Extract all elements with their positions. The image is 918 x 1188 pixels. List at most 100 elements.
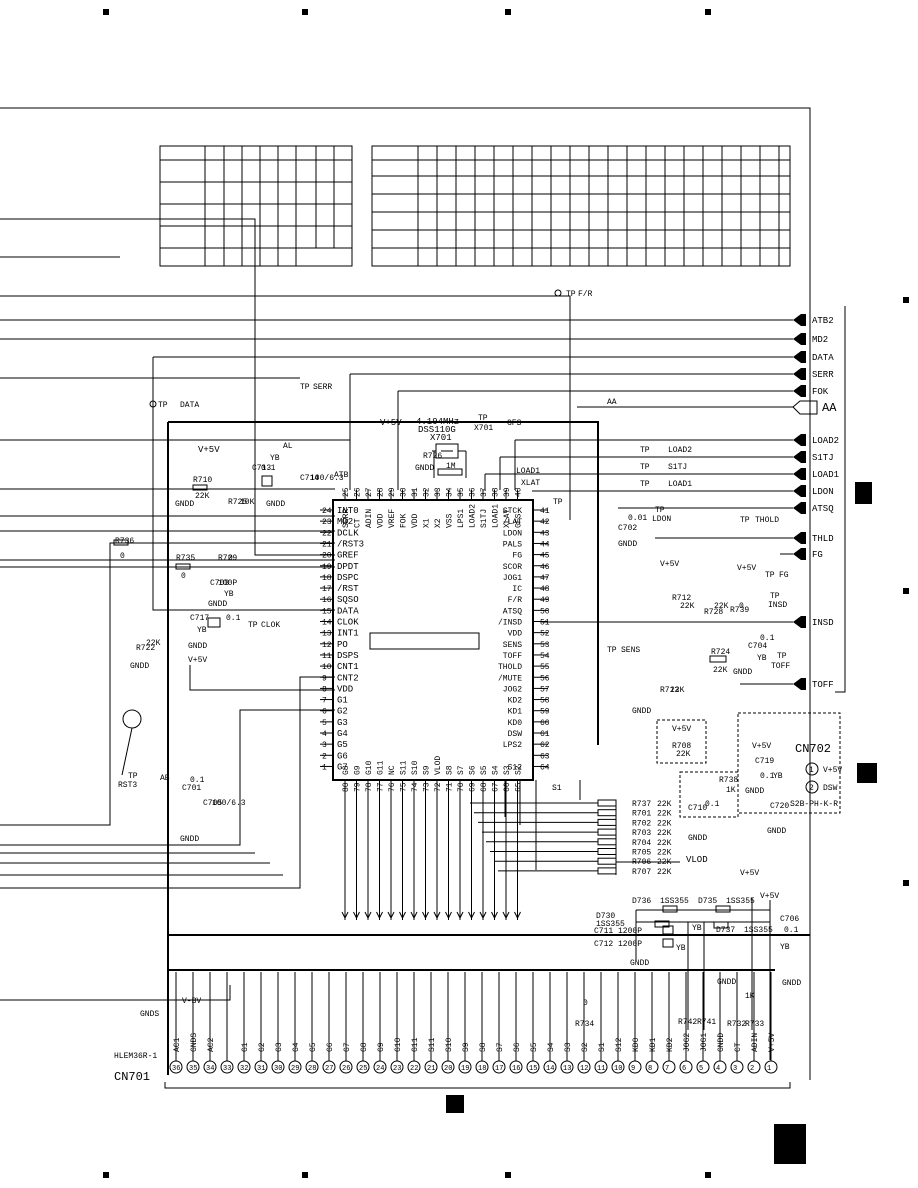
svg-text:31: 31 bbox=[411, 487, 420, 497]
tp-insd: TP bbox=[770, 592, 780, 601]
svg-text:6: 6 bbox=[322, 708, 327, 717]
svg-text:54: 54 bbox=[540, 652, 550, 661]
r708-val: 22K bbox=[676, 750, 691, 759]
c704-ref: C704 bbox=[748, 642, 767, 651]
svg-text:VDD: VDD bbox=[508, 630, 523, 639]
atb-label: ATB bbox=[334, 471, 349, 480]
svg-text:G4: G4 bbox=[292, 1042, 301, 1052]
svg-text:JOG2: JOG2 bbox=[683, 1033, 692, 1052]
svg-text:25: 25 bbox=[342, 487, 351, 497]
svg-text:2: 2 bbox=[322, 752, 327, 761]
svg-text:43: 43 bbox=[540, 529, 550, 538]
gfs-label: GFS bbox=[507, 419, 522, 428]
vcc-label-3: V+5V bbox=[380, 418, 402, 428]
svg-text:11: 11 bbox=[597, 1065, 605, 1073]
svg-text:NC: NC bbox=[388, 765, 397, 775]
c705-ref: C705 bbox=[203, 799, 222, 808]
c712-val: 1200P bbox=[618, 940, 642, 949]
gndd-15: GNDD bbox=[782, 979, 801, 988]
tp-clok-label: CLOK bbox=[261, 621, 280, 630]
svg-text:18: 18 bbox=[322, 574, 332, 583]
svg-text:R737: R737 bbox=[632, 800, 651, 809]
output-ldon: LDON bbox=[793, 485, 834, 497]
gndd-9: GNDD bbox=[733, 668, 752, 677]
svg-text:S10: S10 bbox=[445, 1037, 454, 1052]
svg-text:55: 55 bbox=[540, 663, 550, 672]
r728-val: 22K bbox=[714, 602, 729, 611]
vcc-label-4: V+5V bbox=[660, 560, 679, 569]
ic-pin-right-63: 63 bbox=[533, 752, 550, 761]
top-testpoints: TP F/R TP SERR TP DATA TP X701 GFS V+5V … bbox=[149, 289, 593, 507]
output-thld: THLD bbox=[793, 532, 834, 544]
svg-text:19: 19 bbox=[461, 1065, 469, 1073]
svg-text:GFS: GFS bbox=[515, 513, 524, 528]
array-wires bbox=[504, 780, 581, 870]
c711-yb: YB bbox=[692, 924, 702, 933]
svg-text:32: 32 bbox=[423, 487, 432, 497]
svg-text:S3: S3 bbox=[503, 765, 512, 775]
c710-ref: C710 bbox=[688, 804, 707, 813]
svg-text:KD0: KD0 bbox=[632, 1037, 641, 1052]
svg-text:G9: G9 bbox=[354, 765, 363, 775]
svg-text:S5: S5 bbox=[530, 1042, 539, 1052]
svg-text:38: 38 bbox=[492, 487, 501, 497]
svg-text:24: 24 bbox=[376, 1065, 384, 1073]
svg-text:68: 68 bbox=[480, 782, 489, 792]
svg-text:DPDT: DPDT bbox=[337, 562, 359, 572]
svg-text:IC: IC bbox=[512, 585, 522, 594]
svg-text:LOAD2: LOAD2 bbox=[469, 504, 478, 528]
svg-text:SCOR: SCOR bbox=[503, 563, 522, 572]
svg-text:15: 15 bbox=[322, 607, 332, 616]
svg-text:5: 5 bbox=[699, 1065, 703, 1073]
output-fg: FG bbox=[793, 548, 823, 560]
output-fok: FOK bbox=[793, 385, 829, 397]
vcc-label-9: V+5V bbox=[760, 892, 779, 901]
c713-al: AL bbox=[283, 442, 293, 451]
svg-text:VSS: VSS bbox=[446, 513, 455, 528]
svg-text:G7: G7 bbox=[343, 1042, 352, 1052]
svg-text:SQSO: SQSO bbox=[337, 595, 359, 605]
c706-yb: YB bbox=[780, 943, 790, 952]
svg-text:30: 30 bbox=[400, 487, 409, 497]
c702-val: 0.01 bbox=[628, 514, 647, 523]
gndd-6: GNDD bbox=[180, 835, 199, 844]
svg-text:D730: D730 bbox=[596, 912, 615, 921]
output-serr: SERR bbox=[793, 368, 834, 380]
svg-text:60: 60 bbox=[540, 719, 550, 728]
svg-text:1: 1 bbox=[767, 1065, 771, 1073]
svg-text:R702: R702 bbox=[632, 819, 651, 828]
svg-text:D736: D736 bbox=[632, 897, 651, 906]
svg-text:KD0: KD0 bbox=[508, 719, 523, 728]
svg-text:10: 10 bbox=[322, 663, 332, 672]
ic-body bbox=[332, 499, 534, 781]
tp-load1: TP bbox=[640, 480, 650, 489]
gnds-label: GNDS bbox=[140, 1010, 159, 1019]
svg-text:6: 6 bbox=[682, 1065, 686, 1073]
svg-text:G10: G10 bbox=[365, 760, 374, 775]
c713-ref: C713 bbox=[252, 464, 271, 473]
svg-text:S4: S4 bbox=[547, 1042, 556, 1052]
output-insd: INSD bbox=[793, 616, 834, 628]
gndd-3: GNDD bbox=[208, 600, 227, 609]
gndd-16: GNDD bbox=[717, 978, 736, 987]
svg-text:ATSQ: ATSQ bbox=[812, 504, 834, 514]
c703-val: 100P bbox=[218, 579, 237, 588]
